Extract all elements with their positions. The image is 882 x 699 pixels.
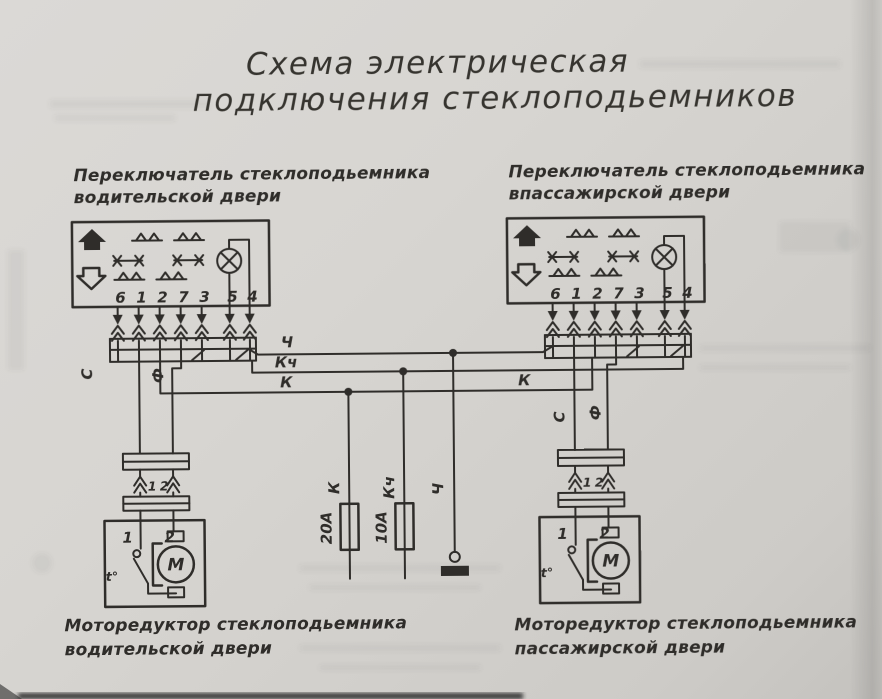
fuse-20a: К 20А: [317, 390, 360, 580]
title-line1: Схема электрическая: [246, 43, 629, 82]
wire-red-bus: [159, 356, 594, 395]
wire-black-bus: [246, 345, 554, 356]
wire-gray-label-right: С: [551, 411, 569, 422]
fuse-20a-rating: 20А: [317, 512, 335, 545]
ground-icon: Ч: [429, 351, 469, 577]
page-edge-shadow: [850, 0, 882, 699]
title-line2: подключения стеклоподьемников: [192, 78, 797, 119]
driver-connector-arrows: [112, 306, 256, 362]
svg-text:2: 2: [599, 525, 610, 543]
fuse-20a-wire-label: К: [325, 481, 343, 494]
svg-text:1: 1: [571, 285, 582, 303]
passenger-motor-symbol: [538, 515, 642, 605]
passenger-motor-label-line1: Моторедуктор стеклоподьемника: [514, 612, 857, 635]
motor-letter: М: [602, 551, 619, 571]
svg-text:3: 3: [634, 284, 645, 302]
thermal-label: t°: [106, 569, 118, 584]
svg-text:2: 2: [164, 528, 175, 546]
driver-motor-label-line2: водительской двери: [65, 638, 273, 660]
driver-switch-label-line1: Переключатель стеклоподьемника: [73, 163, 430, 186]
wire-gray-label-left: С: [78, 369, 96, 380]
wiring-harness: Ч Кч К К С Ф С Ф К: [78, 333, 685, 580]
wire-gray-right: [573, 356, 576, 451]
passenger-motor-label-line2: пассажирской двери: [515, 638, 726, 660]
driver-connector-band: [108, 336, 258, 363]
svg-text:1: 1: [148, 478, 157, 493]
driver-switch-block: Переключатель стеклоподьемника водительс…: [70, 163, 430, 363]
wire-black-label: Ч: [281, 333, 293, 351]
svg-text:1: 1: [557, 525, 568, 543]
svg-text:2: 2: [592, 285, 603, 303]
svg-text:6: 6: [550, 285, 561, 303]
svg-text:7: 7: [613, 284, 624, 302]
thermal-label: t°: [541, 565, 553, 580]
passenger-switch-pin-numbers: 6 1 2 7 3 5 4: [550, 284, 693, 303]
wire-redblack-label: Кч: [275, 353, 298, 371]
motor-letter: М: [167, 555, 184, 575]
passenger-connector-band: [543, 332, 693, 360]
wire-red-label-right: К: [518, 371, 531, 389]
driver-switch-label-line2: водительской двери: [74, 186, 282, 208]
wire-violet-right: [606, 356, 618, 451]
passenger-switch-label-line2: впассажирской двери: [509, 182, 731, 204]
svg-text:1: 1: [583, 475, 592, 490]
driver-motor-block: 1 2 1 2 М t° Моторедуктор стеклоподьемни…: [64, 452, 407, 660]
driver-motor-label-line1: Моторедуктор стеклоподьемника: [64, 613, 407, 636]
driver-switch-symbol: [70, 219, 271, 309]
svg-text:2: 2: [157, 288, 168, 306]
svg-text:3: 3: [199, 288, 210, 306]
svg-text:2: 2: [160, 478, 169, 493]
ground-wire-label: Ч: [429, 483, 447, 495]
wire-violet-label-right: Ф: [586, 405, 604, 420]
svg-text:4: 4: [681, 284, 693, 302]
svg-text:2: 2: [595, 475, 604, 490]
wire-red-label-left: К: [280, 373, 293, 391]
passenger-switch-block: Переключатель стеклоподьемника впассажир…: [505, 159, 865, 360]
passenger-switch-symbol: [505, 215, 706, 305]
svg-text:1: 1: [136, 289, 147, 307]
photo-bottom-edge: [18, 693, 523, 699]
fuse-10a-wire-label: Кч: [380, 476, 398, 499]
passenger-switch-label-line1: Переключатель стеклоподьемника: [508, 159, 865, 182]
svg-text:1: 1: [122, 529, 133, 547]
svg-text:7: 7: [178, 288, 189, 306]
passenger-motor-block: 1 2 1 2 М t° Моторедуктор стеклоподьемни…: [514, 448, 857, 660]
driver-switch-pin-numbers: 6 1 2 7 3 5 4: [115, 288, 258, 307]
fuse-10a: Кч 10А: [372, 370, 415, 580]
photo-corner-shadow: [0, 684, 22, 699]
passenger-connector-arrows: [547, 302, 691, 358]
fuse-10a-rating: 10А: [372, 511, 390, 544]
wire-violet-left: [171, 360, 183, 455]
svg-text:6: 6: [115, 289, 126, 307]
paper-artifacts: [8, 60, 870, 670]
svg-text:4: 4: [246, 288, 258, 306]
svg-text:5: 5: [227, 288, 238, 306]
wire-redblack-bus: [251, 355, 685, 374]
schematic-title: Схема электрическая подключения стеклопо…: [192, 43, 797, 119]
wire-gray-left: [138, 360, 141, 455]
driver-motor-symbol: [103, 518, 207, 609]
svg-text:5: 5: [662, 284, 673, 302]
wire-violet-label-left: Ф: [149, 368, 167, 383]
